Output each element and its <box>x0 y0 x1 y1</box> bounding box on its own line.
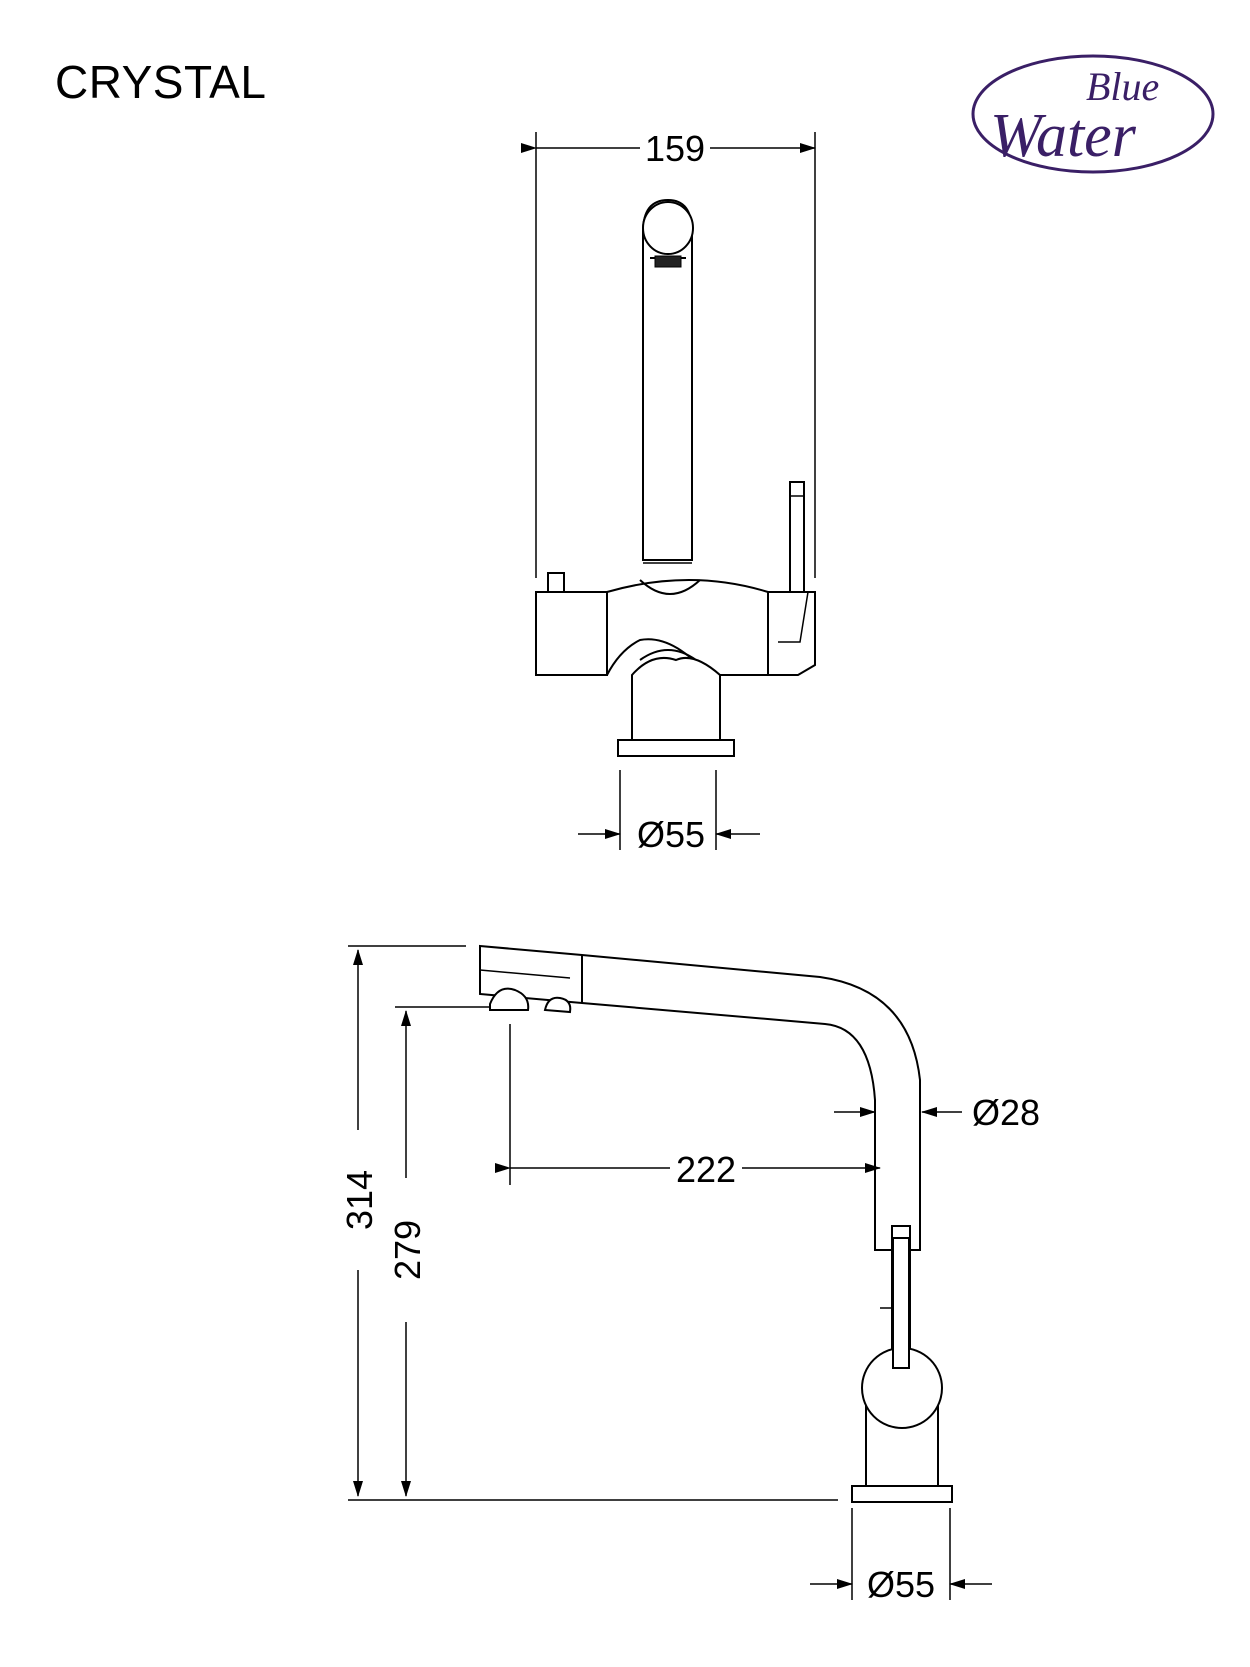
side-spout-diameter-label: Ø28 <box>972 1092 1040 1133</box>
side-base-dimension: Ø55 <box>810 1508 992 1605</box>
front-left-knob <box>547 572 565 594</box>
front-width-dimension: 159 <box>521 128 816 578</box>
side-total-height-dimension: 314 <box>339 949 380 1497</box>
brand-logo-line1: Blue <box>1086 64 1159 109</box>
side-spout-height-label: 279 <box>387 1220 428 1280</box>
side-view: 314 279 222 Ø28 <box>339 944 1040 1605</box>
product-title: CRYSTAL <box>55 56 267 108</box>
front-pedestal <box>617 656 735 757</box>
front-width-label: 159 <box>645 128 705 169</box>
side-spout-diameter-dimension: Ø28 <box>834 1092 1040 1133</box>
side-spout <box>479 944 921 1251</box>
side-reach-label: 222 <box>676 1149 736 1190</box>
side-spout-height-dimension: 279 <box>387 1010 428 1497</box>
side-reach-dimension: 222 <box>495 1024 881 1190</box>
front-base-dimension: Ø55 <box>578 770 760 855</box>
side-body <box>851 1237 953 1503</box>
front-base-label: Ø55 <box>637 814 705 855</box>
front-right-lever <box>789 481 805 595</box>
side-base-label: Ø55 <box>867 1564 935 1605</box>
front-body <box>535 579 816 676</box>
brand-logo: Blue Water <box>971 54 1215 174</box>
front-spout <box>642 198 694 564</box>
front-view: 159 <box>521 128 816 855</box>
side-total-height-label: 314 <box>339 1170 380 1230</box>
brand-logo-line2: Water <box>990 102 1137 170</box>
